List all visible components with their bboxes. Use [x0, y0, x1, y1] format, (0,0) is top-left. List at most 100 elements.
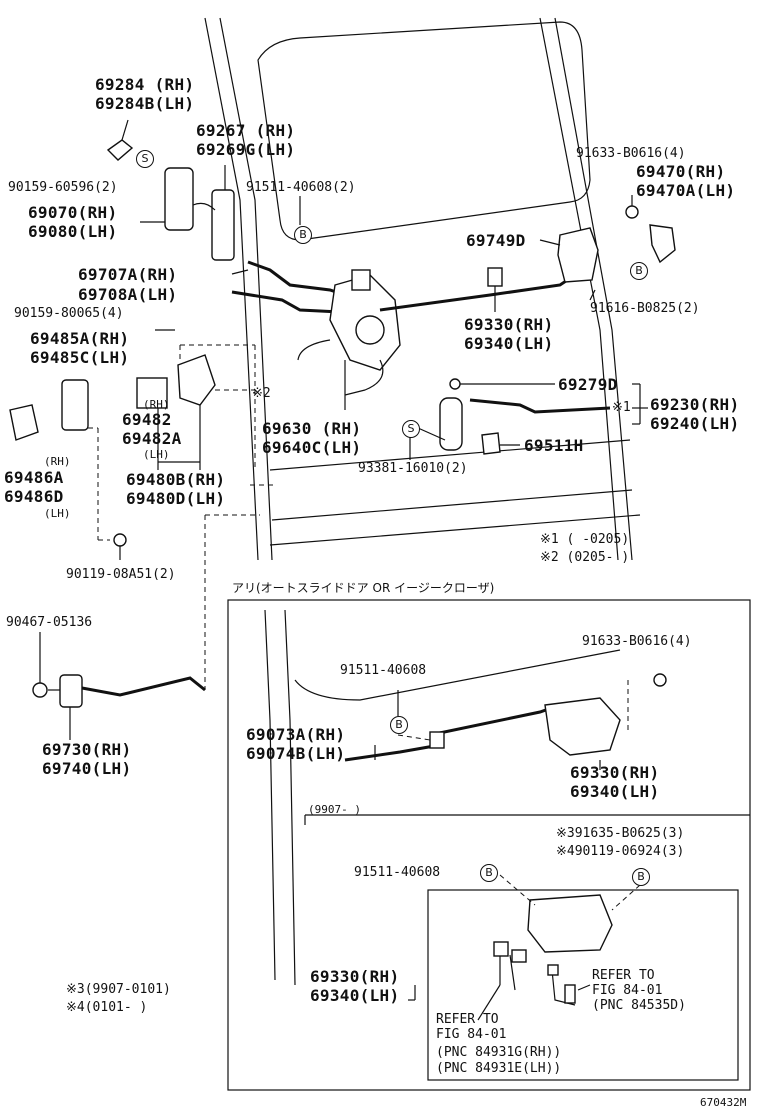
label-69284: 69284 (RH) [95, 75, 195, 94]
label-69630: 69630 (RH) [262, 419, 362, 438]
label-69340-inner: 69340(LH) [310, 986, 400, 1005]
door-bottom-line [269, 439, 631, 471]
refer-2-d: (PNC 84931E(LH)) [436, 1061, 562, 1076]
marker-s-2: S [402, 420, 420, 438]
label-69330-box: 69330(RH) [570, 763, 660, 782]
label-93381: 93381-16010(2) [358, 461, 468, 476]
part-69486a [9, 404, 39, 441]
part-69511h [481, 432, 501, 455]
marker-b-2: B [630, 262, 648, 280]
marker-b-1: B [294, 226, 312, 244]
figure-id: 670432M [700, 1096, 747, 1109]
label-91511-inner: 91511-40608 [354, 865, 441, 880]
label-91511-box: 91511-40608 [340, 663, 427, 678]
label-69284b: 69284B(LH) [95, 94, 195, 113]
label-69230: 69230(RH) [650, 395, 740, 414]
rod-69330 [379, 273, 576, 312]
label-69486-rh: (RH) [44, 455, 71, 468]
door-outline-front-edge [204, 17, 259, 561]
label-69482a: 69482A [122, 429, 182, 448]
part-69482 [136, 377, 168, 409]
marker-s-1: S [136, 150, 154, 168]
part-90467 [32, 682, 48, 698]
label-69486-lh: (LH) [44, 507, 71, 520]
label-69511h: 69511H [524, 436, 584, 455]
part-69485a [177, 354, 216, 406]
refer-1-c: (PNC 84535D) [592, 998, 686, 1013]
label-69485a: 69485A(RH) [30, 329, 130, 348]
label-69708a: 69708A(LH) [78, 285, 178, 304]
label-91616: 91616-B0825(2) [590, 301, 700, 316]
refer-2-c: (PNC 84931G(RH)) [436, 1045, 562, 1060]
label-option-title: アリ(オートスライドドア OR イージークローザ) [232, 581, 495, 595]
box-window-line [294, 649, 621, 701]
door-rear-edge [539, 17, 619, 561]
marker-b-4: B [480, 864, 498, 882]
inner-connector-b [511, 949, 527, 963]
label-69070: 69070(RH) [28, 203, 118, 222]
part-69267 [211, 189, 235, 261]
part-69284 [106, 139, 134, 161]
part-69730 [59, 674, 83, 708]
label-69482-lh: (LH) [143, 448, 170, 461]
label-91511-top: 91511-40608(2) [246, 180, 356, 195]
refer-2-b: FIG 84-01 [436, 1027, 507, 1042]
part-69070 [164, 167, 194, 231]
part-69749d [487, 267, 503, 287]
door-window [257, 21, 591, 241]
label-69640c: 69640C(LH) [262, 438, 362, 457]
rod-69707a [247, 260, 346, 297]
rod-69073a [344, 743, 441, 762]
label-69470: 69470(RH) [636, 162, 726, 181]
part-inner-69330 [527, 894, 613, 953]
screw-box-91633 [653, 673, 667, 687]
part-69511-handle [439, 397, 463, 451]
door-outline-inner-edge [219, 17, 273, 561]
label-69480b: 69480B(RH) [126, 470, 226, 489]
note-3: ※3(9907-0101) [66, 982, 171, 997]
screw-91633 [625, 205, 639, 219]
part-box-69330 [544, 697, 621, 756]
door-rear-inner-edge [554, 17, 633, 561]
door-bottom-line-2 [271, 489, 633, 521]
part-69279d [449, 378, 461, 390]
label-69073a: 69073A(RH) [246, 725, 346, 744]
label-69480d: 69480D(LH) [126, 489, 226, 508]
marker-star2: ※2 [252, 386, 271, 401]
label-69279d: 69279D [558, 375, 618, 394]
label-90119-06924: ※490119-06924(3) [556, 844, 685, 859]
label-date-9907: (9907- ) [308, 803, 361, 816]
marker-star1: ※1 [612, 400, 631, 415]
label-69707a: 69707A(RH) [78, 265, 178, 284]
marker-b-3: B [390, 716, 408, 734]
label-69330-top: 69330(RH) [464, 315, 554, 334]
label-90467: 90467-05136 [6, 615, 93, 630]
label-69749d: 69749D [466, 231, 526, 250]
refer-1-b: FIG 84-01 [592, 983, 663, 998]
label-69340-top: 69340(LH) [464, 334, 554, 353]
note-4: ※4(0101- ) [66, 1000, 148, 1015]
part-69486-inner [61, 379, 89, 431]
rod-69708a [231, 290, 341, 314]
note-1: ※1 ( -0205) [540, 532, 630, 547]
screw-90119 [113, 533, 127, 547]
part-69470-bolt [649, 224, 676, 264]
label-90159-80065: 90159-80065(4) [14, 306, 124, 321]
inner-box [427, 889, 739, 1081]
label-90159-60596: 90159-60596(2) [8, 180, 118, 195]
box-door-edge [264, 609, 276, 981]
label-69485c: 69485C(LH) [30, 348, 130, 367]
refer-2-a: REFER TO [436, 1012, 499, 1027]
option-box [227, 599, 751, 1091]
rod-69730 [81, 676, 206, 697]
label-69340-box: 69340(LH) [570, 782, 660, 801]
label-69482: 69482 [122, 410, 172, 429]
label-91633-box: 91633-B0616(4) [582, 634, 692, 649]
label-69470a: 69470A(LH) [636, 181, 736, 200]
refer-1-a: REFER TO [592, 968, 655, 983]
label-69486a: 69486A [4, 468, 64, 487]
label-69486d: 69486D [4, 487, 64, 506]
label-69240: 69240(LH) [650, 414, 740, 433]
